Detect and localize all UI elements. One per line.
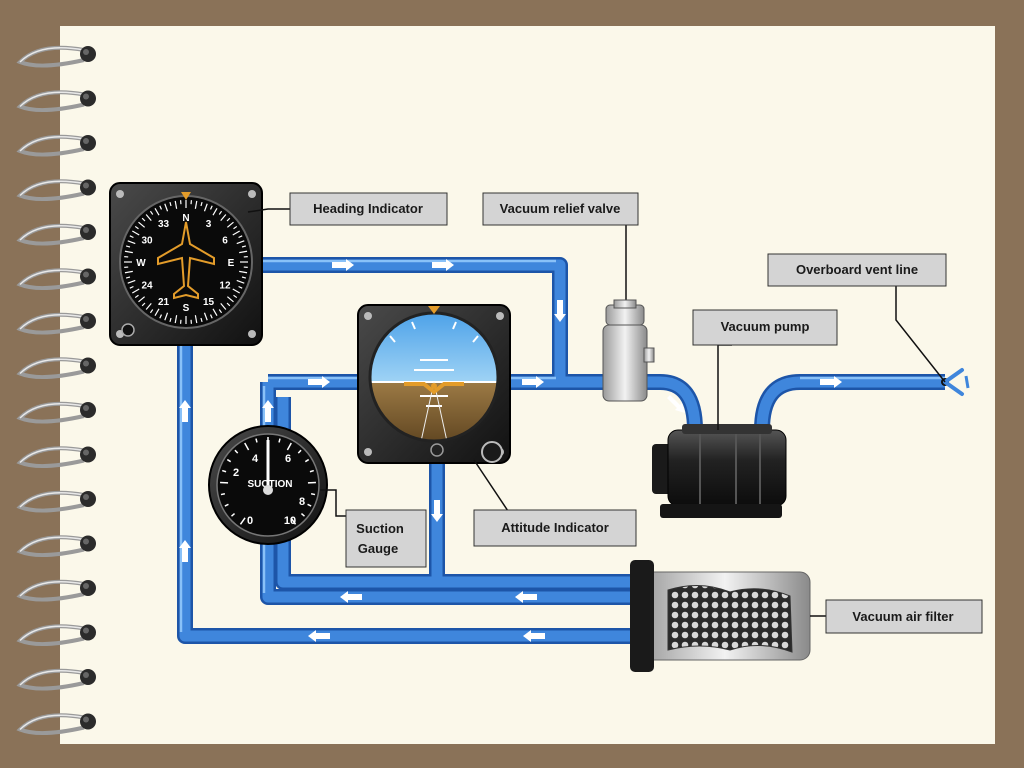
spiral-binding-ring [16, 268, 96, 291]
spiral-binding-ring [16, 312, 96, 335]
attitude-indicator-icon [357, 304, 511, 464]
suction-tick-label: 2 [233, 467, 239, 479]
spiral-binding-ring [16, 535, 96, 558]
label-heading-indicator: Heading Indicator [289, 192, 448, 226]
spiral-binding-ring [16, 579, 96, 602]
vent-outlet-icon [941, 368, 970, 396]
flow-arrow-icon [308, 376, 330, 388]
compass-mark: E [228, 258, 235, 269]
callout-labels: Heading Indicator Vacuum relief valve Ov… [289, 192, 983, 634]
flow-arrow-icon [667, 395, 685, 413]
label-vacuum-air-filter: Vacuum air filter [825, 599, 983, 634]
flow-arrow-icon [340, 591, 362, 603]
spiral-binding [16, 45, 96, 736]
spiral-binding-ring [16, 446, 96, 469]
compass-mark: 30 [141, 236, 153, 247]
flow-arrow-icon [432, 259, 454, 271]
spiral-binding-ring [16, 357, 96, 380]
suction-tick-label: 4 [252, 453, 259, 465]
spiral-binding-ring [16, 490, 96, 513]
heading-indicator-icon: N 36E 12 15S 21 24 W 30 33 [109, 182, 263, 346]
spiral-binding-ring [16, 624, 96, 647]
spiral-binding-ring [16, 223, 96, 246]
compass-mark: 15 [203, 297, 215, 308]
compass-mark: W [136, 258, 146, 269]
label-text: Gauge [358, 541, 398, 556]
flow-arrow-icon [523, 630, 545, 642]
compass-mark: 6 [222, 236, 228, 247]
suction-tick-label: 10 [284, 515, 296, 527]
spiral-binding-ring [16, 401, 96, 424]
label-vacuum-relief-valve: Vacuum relief valve [482, 192, 639, 226]
miniature-aircraft [404, 382, 464, 395]
flow-arrow-icon [431, 500, 443, 522]
relief-valve-icon [602, 225, 655, 402]
spiral-binding-ring [16, 90, 96, 113]
spiral-binding-ring [16, 668, 96, 691]
compass-mark: S [183, 303, 190, 314]
suction-word: SUCTION [248, 479, 293, 490]
flow-arrow-icon [179, 400, 191, 422]
flow-arrow-icon [522, 376, 544, 388]
airplane-symbol [157, 221, 215, 300]
flow-arrows [179, 259, 842, 642]
compass-mark: 33 [158, 219, 170, 230]
flow-arrow-icon [820, 376, 842, 388]
label-text: Attitude Indicator [501, 520, 609, 535]
suction-tick-label: 0 [247, 515, 253, 527]
compass-mark: 21 [158, 297, 170, 308]
label-suction-gauge: Suction Gauge [345, 509, 427, 568]
flow-arrow-icon [262, 400, 274, 422]
suction-tick-label: 8 [299, 496, 305, 508]
flow-arrow-icon [179, 540, 191, 562]
flow-arrow-icon [332, 259, 354, 271]
vacuum-pump-icon [652, 424, 787, 518]
suction-gauge-icon: 2 4 6 8 10 0 SUCTION [208, 425, 328, 545]
label-text: Overboard vent line [796, 262, 918, 277]
label-text: Vacuum air filter [852, 609, 953, 624]
label-text: Heading Indicator [313, 201, 423, 216]
compass-mark: 24 [141, 281, 153, 292]
air-filter-icon [630, 560, 811, 672]
label-text: Vacuum relief valve [500, 201, 621, 216]
tube-pump-to-vent [754, 374, 945, 431]
label-attitude-indicator: Attitude Indicator [473, 509, 637, 547]
compass-mark: N [182, 213, 189, 224]
label-overboard-vent-line: Overboard vent line [767, 253, 947, 287]
spiral-binding-ring [16, 134, 96, 157]
spiral-binding-ring [16, 179, 96, 202]
flow-arrow-icon [308, 630, 330, 642]
label-text: Vacuum pump [721, 319, 810, 334]
flow-arrow-icon [515, 591, 537, 603]
compass-mark: 3 [206, 219, 212, 230]
label-text: Suction [356, 521, 404, 536]
flow-arrow-icon [554, 300, 566, 322]
suction-tick-label: 6 [285, 453, 291, 465]
spiral-binding-ring [16, 45, 96, 68]
label-vacuum-pump: Vacuum pump [692, 309, 838, 346]
spiral-binding-ring [16, 713, 96, 736]
compass-mark: 12 [219, 281, 231, 292]
